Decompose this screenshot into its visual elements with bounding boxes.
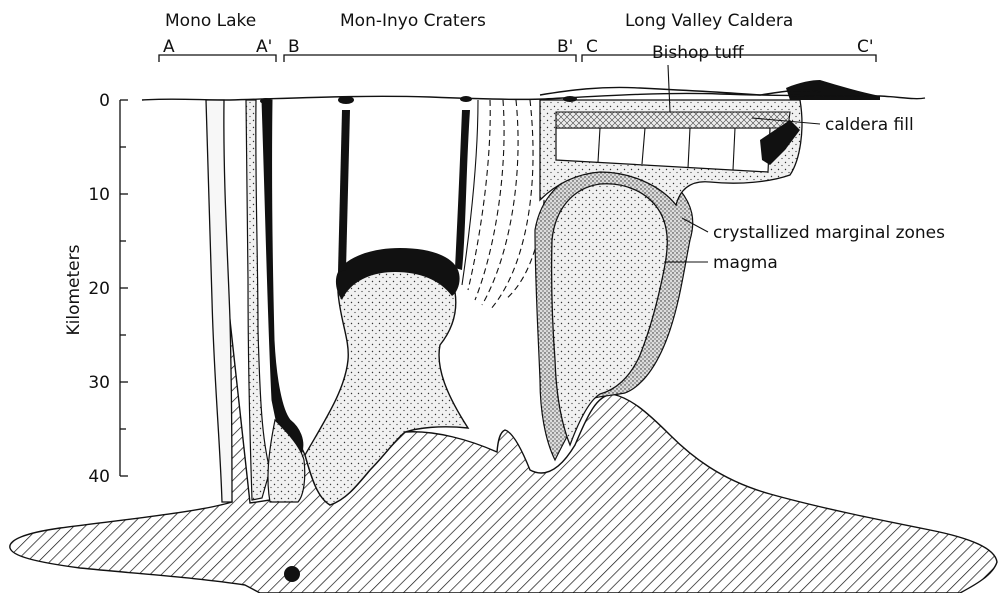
deep-source-body [10,300,997,593]
callout-caldera-fill: caldera fill [825,115,914,135]
region-label-long-valley: Long Valley Caldera [625,11,793,31]
small-intrusion [284,566,300,582]
section-letter-a-prime: A' [256,37,272,57]
depth-tick-label: 0 [99,91,110,111]
region-label-mono-lake: Mono Lake [165,11,256,31]
callout-magma: magma [713,253,778,273]
callout-crystallized-zones: crystallized marginal zones [713,223,945,243]
depth-axis [120,100,128,476]
section-letter-b-prime: B' [557,37,573,57]
depth-tick-label: 10 [88,185,110,205]
mono-lake-columns [206,100,305,502]
section-letter-b: B [288,37,300,57]
callout-bishop-tuff: Bishop tuff [652,43,745,63]
region-label-mon-inyo: Mon-Inyo Craters [340,11,486,31]
section-letter-a: A [163,37,175,57]
depth-axis-title: Kilometers [64,244,84,335]
depth-tick-label: 30 [88,373,110,393]
section-letter-c: C [586,37,598,57]
dike-lines [462,100,546,310]
section-letter-c-prime: C' [857,37,874,57]
depth-tick-label: 40 [88,467,110,487]
depth-tick-label: 20 [88,279,110,299]
